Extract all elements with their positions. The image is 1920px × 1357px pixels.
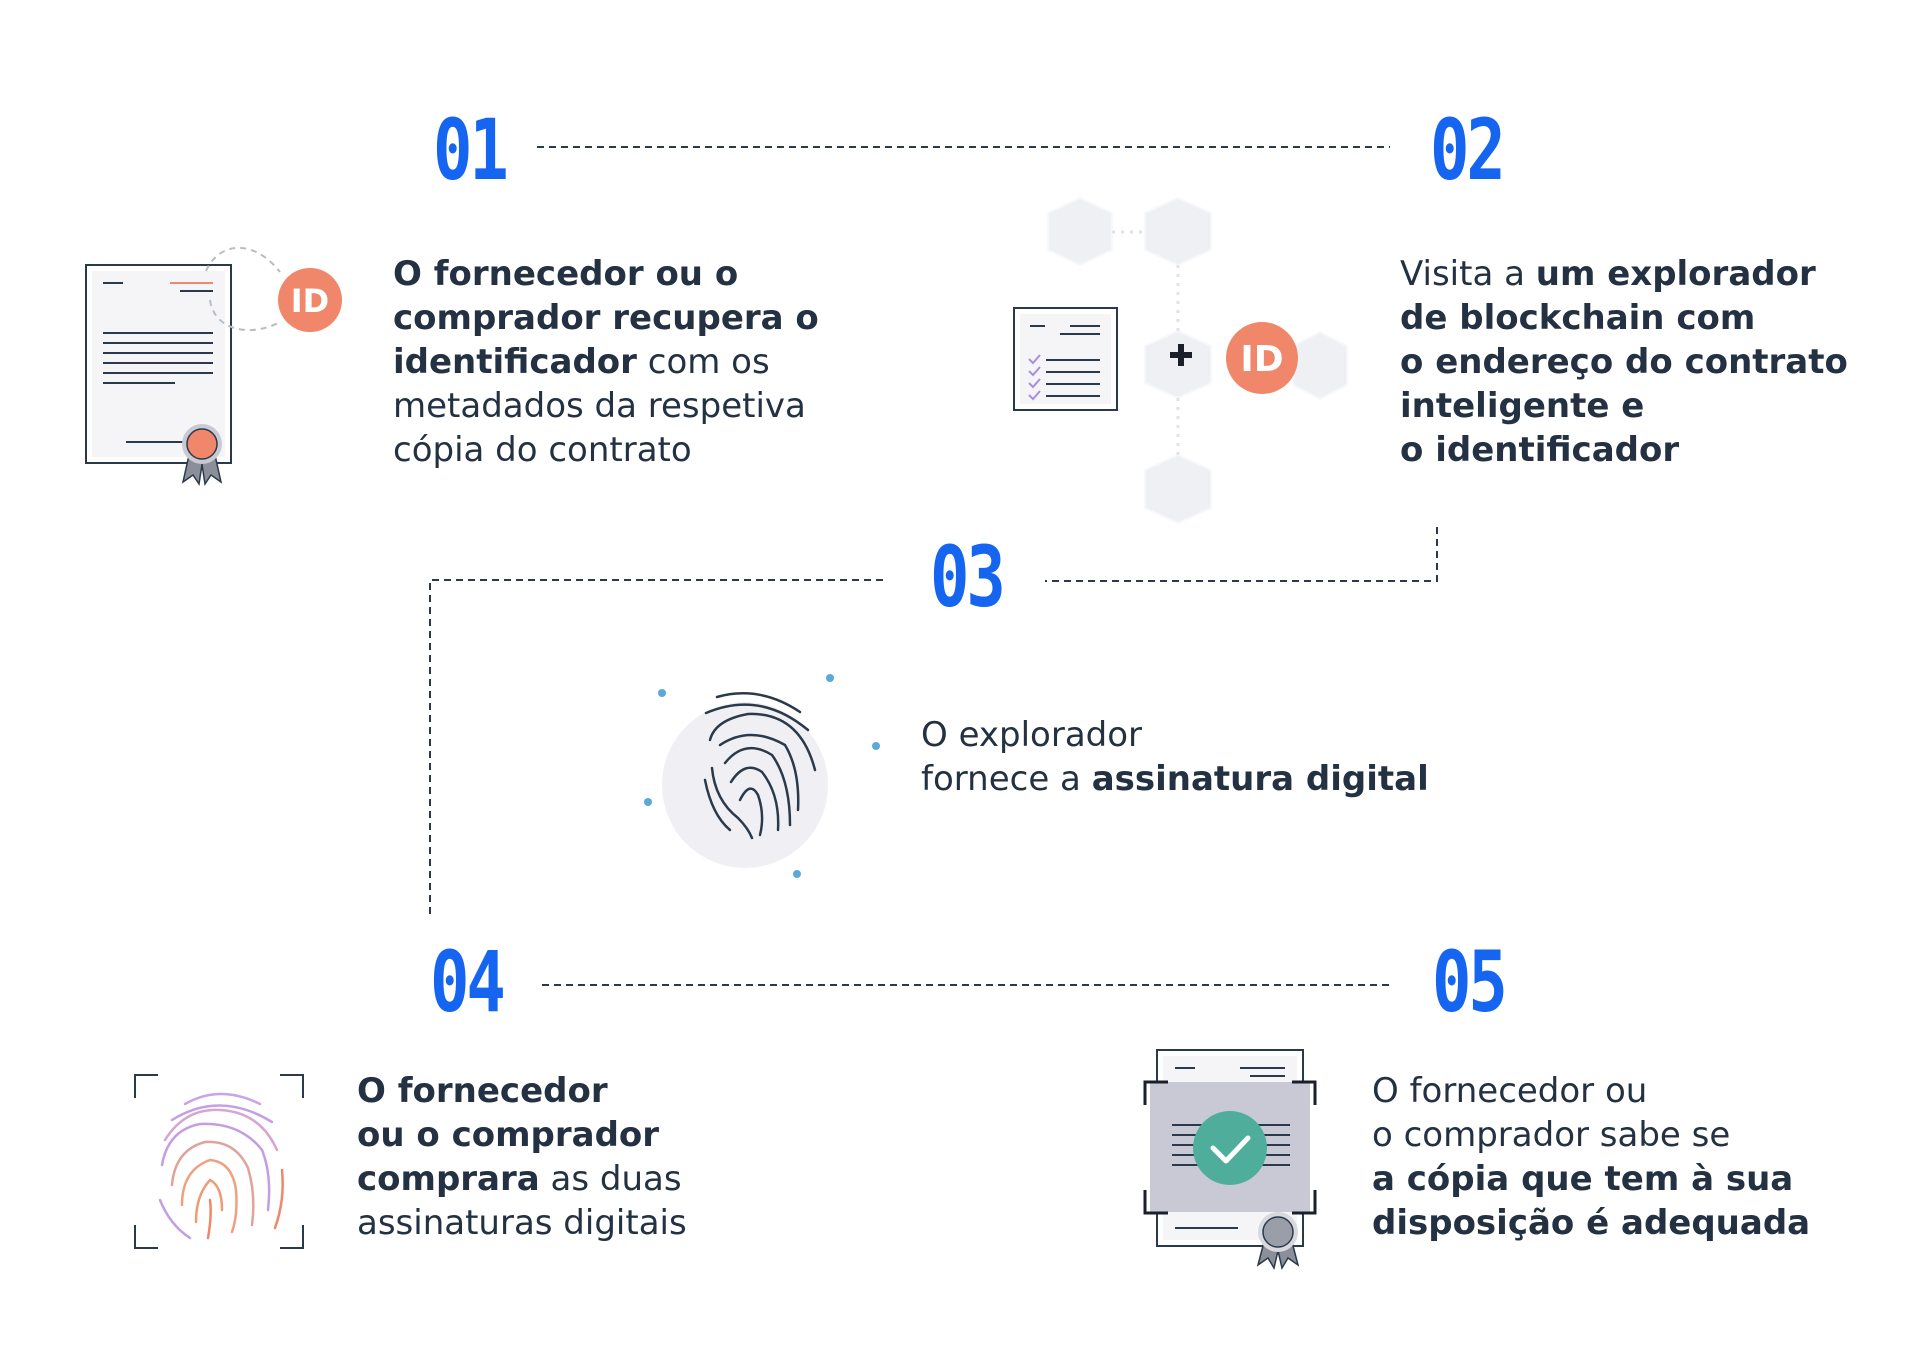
- step-text-line: metadados da respetiva: [393, 384, 819, 428]
- fingerprint-scan-icon: [134, 1074, 304, 1249]
- text-segment: metadados da respetiva: [393, 386, 806, 426]
- step-text-line: O fornecedor ou: [1372, 1069, 1810, 1113]
- step-text-line: de blockchain com: [1400, 296, 1848, 340]
- text-segment: com os: [636, 342, 770, 382]
- step-text-line: a cópia que tem à sua: [1372, 1157, 1810, 1201]
- connector-03-04: [429, 579, 883, 915]
- bold-text-segment: de blockchain com: [1400, 298, 1756, 338]
- step-text-line: fornece a assinatura digital: [921, 757, 1429, 801]
- bold-text-segment: a cópia que tem à sua: [1372, 1159, 1794, 1199]
- bold-text-segment: um explorador: [1535, 254, 1816, 294]
- step-number-05: 05: [1432, 933, 1508, 1031]
- step-text-line: Visita a um explorador: [1400, 252, 1848, 296]
- step-text-line: inteligente e: [1400, 384, 1848, 428]
- step-number-04: 04: [430, 933, 506, 1031]
- verified-document-icon: [1143, 1049, 1317, 1270]
- text-segment: O fornecedor ou: [1372, 1071, 1648, 1111]
- bold-text-segment: ou o comprador: [357, 1115, 660, 1155]
- step-text-line: comprara as duas: [357, 1157, 687, 1201]
- bold-text-segment: disposição é adequada: [1372, 1203, 1811, 1243]
- bold-text-segment: O fornecedor ou o: [393, 254, 739, 294]
- step-text-line: o comprador sabe se: [1372, 1113, 1810, 1157]
- step-text-line: O fornecedor: [357, 1069, 687, 1113]
- id-badge-label: ID: [1240, 339, 1283, 380]
- step-text-line: comprador recupera o: [393, 296, 819, 340]
- id-badge-label: ID: [291, 282, 329, 320]
- bold-text-segment: identificador: [393, 342, 637, 382]
- text-segment: assinaturas digitais: [357, 1203, 687, 1243]
- text-segment: as duas: [539, 1159, 682, 1199]
- step-number-03: 03: [930, 528, 1006, 626]
- text-segment: o comprador sabe se: [1372, 1115, 1731, 1155]
- connector-02-03: [1045, 527, 1438, 582]
- step-number-01: 01: [433, 101, 509, 199]
- bold-text-segment: O fornecedor: [357, 1071, 608, 1111]
- step-text-line: cópia do contrato: [393, 428, 819, 472]
- text-segment: O explorador: [921, 715, 1143, 755]
- certificate-icon: ID: [85, 247, 342, 487]
- step-text-line: o identificador: [1400, 428, 1848, 472]
- text-segment: fornece a: [921, 759, 1092, 799]
- step-text-line: O fornecedor ou o: [393, 252, 819, 296]
- step-text-line: o endereço do contrato: [1400, 340, 1848, 384]
- step-text-line: identificador com os: [393, 340, 819, 384]
- bold-text-segment: inteligente e: [1400, 386, 1645, 426]
- bold-text-segment: comprara: [357, 1159, 540, 1199]
- bold-text-segment: o endereço do contrato: [1400, 342, 1848, 382]
- blockchain-cubes-icon: ID: [1013, 196, 1348, 525]
- step-number-02: 02: [1430, 101, 1506, 199]
- text-segment: cópia do contrato: [393, 430, 692, 470]
- bold-text-segment: o identificador: [1400, 430, 1680, 470]
- step-text-line: disposição é adequada: [1372, 1201, 1810, 1245]
- step-text-line: ou o comprador: [357, 1113, 687, 1157]
- fingerprint-icon: [644, 674, 880, 878]
- bold-text-segment: assinatura digital: [1091, 759, 1429, 799]
- text-segment: Visita a: [1400, 254, 1536, 294]
- connector-lines: [429, 146, 1438, 986]
- bold-text-segment: comprador recupera o: [393, 298, 819, 338]
- step-text-line: O explorador: [921, 713, 1429, 757]
- step-text-line: assinaturas digitais: [357, 1201, 687, 1245]
